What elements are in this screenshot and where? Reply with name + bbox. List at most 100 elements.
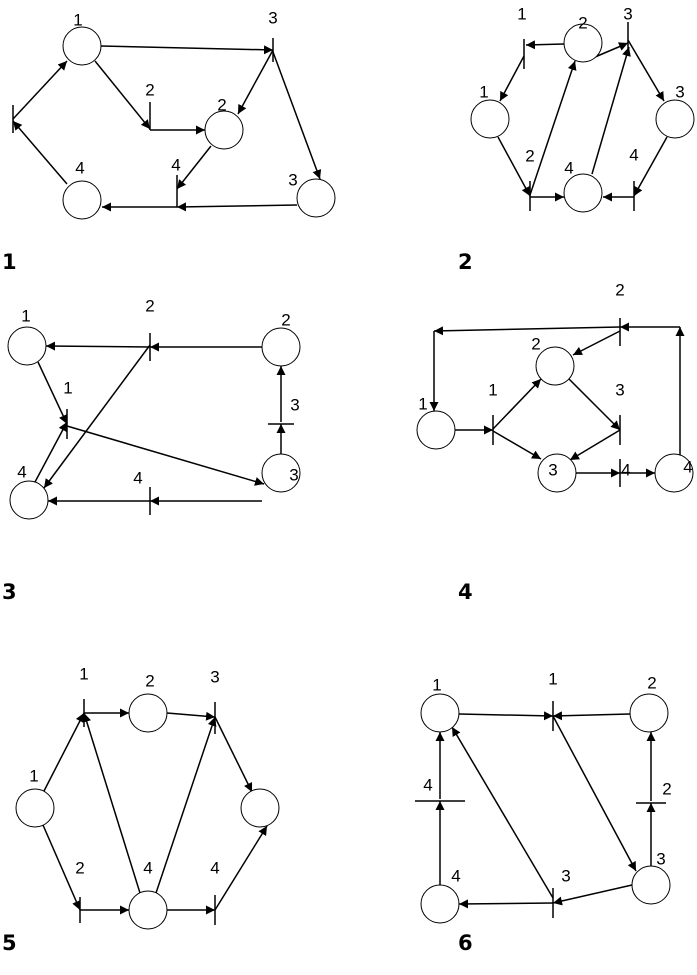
panel-5-place-4 bbox=[128, 890, 168, 930]
panel-6-place-2-label: 2 bbox=[647, 674, 656, 693]
panel-5-arc-10 bbox=[214, 825, 268, 911]
panel-3-arc-5 bbox=[43, 344, 151, 489]
panel-4-arc-5 bbox=[569, 429, 621, 461]
panel-3-arc-3 bbox=[37, 361, 68, 425]
panel-2-arc-3 bbox=[497, 136, 531, 197]
panel-3-place-3-label: 3 bbox=[289, 466, 298, 485]
panel-6-arc-1 bbox=[458, 711, 554, 721]
panel-6-transition-4-label: 4 bbox=[423, 776, 432, 795]
panel-2-place-3-label: 3 bbox=[675, 83, 684, 102]
panel-4-place-4-label: 4 bbox=[683, 458, 692, 477]
panel-4-arc-3 bbox=[492, 430, 542, 460]
panel-1-arc-10 bbox=[12, 120, 68, 185]
panel-3-transition-1-label: 1 bbox=[63, 379, 72, 398]
panel-5-place-2-label: 2 bbox=[145, 672, 154, 691]
panel-4-transition-1-label: 1 bbox=[488, 381, 497, 400]
panel-6-transition-2-label: 2 bbox=[662, 780, 671, 799]
panel-4-arc-4 bbox=[568, 378, 621, 431]
panel-1-place-2-label: 2 bbox=[217, 96, 226, 115]
panel-5-arc-4 bbox=[214, 716, 253, 793]
panel-4-place-3 bbox=[537, 453, 577, 493]
panel-3-transition-2-label: 2 bbox=[145, 297, 154, 316]
panel-4-place-1-label: 1 bbox=[418, 395, 427, 414]
panel-2-place-1-label: 1 bbox=[479, 83, 488, 102]
panel-1-place-1-label: 1 bbox=[73, 11, 82, 30]
panel-5-arc-3 bbox=[166, 711, 216, 721]
panel-4-arc-12 bbox=[572, 330, 621, 356]
panel-1-arc-3 bbox=[94, 60, 151, 130]
panel-5-place-1 bbox=[15, 788, 55, 828]
panel-3-place-4-label: 4 bbox=[17, 463, 26, 482]
panel-4-transition-2-label: 2 bbox=[615, 281, 624, 300]
panel-2-arc-5 bbox=[529, 60, 577, 196]
panel-5-caption: 5 bbox=[2, 931, 17, 955]
panel-5-arc-1 bbox=[43, 712, 85, 792]
panel-1-arc-7 bbox=[176, 202, 298, 212]
panel-5-arc-7 bbox=[82, 712, 141, 894]
panel-2-arc-10 bbox=[591, 46, 631, 175]
panel-2-transition-4-label: 4 bbox=[629, 146, 638, 165]
panel-2-arc-2 bbox=[499, 55, 525, 102]
panel-3-transition-3-label: 3 bbox=[290, 396, 299, 415]
panel-5-transition-4-label: 4 bbox=[210, 859, 219, 878]
panel-2-place-3 bbox=[655, 99, 695, 139]
panel-3-transition-4-label: 4 bbox=[133, 469, 142, 488]
panel-4-caption: 4 bbox=[458, 580, 473, 604]
panel-2-transition-1-label: 1 bbox=[517, 5, 526, 24]
panel-1-arc-5 bbox=[237, 49, 274, 115]
panel-1-caption: 1 bbox=[2, 250, 17, 274]
panel-6-place-3 bbox=[631, 865, 671, 905]
panel-6-arc-6 bbox=[552, 884, 633, 906]
panel-1-place-4-label: 4 bbox=[75, 159, 84, 178]
panel-6-place-4-label: 4 bbox=[451, 867, 460, 886]
panel-2-place-4-label: 4 bbox=[564, 159, 573, 178]
panel-1-transition-3-label: 3 bbox=[268, 9, 277, 28]
panel-2-transition-2-label: 2 bbox=[525, 147, 534, 166]
panel-4-place-1 bbox=[416, 410, 456, 450]
panel-3-arc-6 bbox=[34, 421, 68, 483]
panel-5-place-4-label: 4 bbox=[143, 859, 152, 878]
panel-1-place-2 bbox=[204, 110, 244, 150]
panel-3-place-4 bbox=[9, 480, 49, 520]
panel-4-place-2-label: 2 bbox=[531, 335, 540, 354]
panel-1-transition-2-label: 2 bbox=[145, 81, 154, 100]
panel-2-arc-8 bbox=[633, 136, 668, 197]
panel-4-transition-4-label: 4 bbox=[621, 461, 630, 480]
panel-5-place-2 bbox=[128, 693, 168, 733]
panel-3-arc-2 bbox=[45, 341, 151, 351]
panel-2-place-2-label: 2 bbox=[578, 14, 587, 33]
panel-1-place-1 bbox=[62, 26, 102, 66]
panel-5-transition-3-label: 3 bbox=[210, 668, 219, 687]
panel-2-place-2 bbox=[563, 23, 603, 63]
panel-6-place-1 bbox=[420, 693, 460, 733]
panel-5-arc-5 bbox=[42, 824, 81, 911]
panel-2-arc-7 bbox=[627, 39, 665, 102]
panel-6-place-4 bbox=[420, 884, 460, 924]
panel-5-place-1-label: 1 bbox=[29, 767, 38, 786]
panel-4-arc-10 bbox=[433, 326, 621, 336]
panel-1-place-4 bbox=[62, 180, 102, 220]
panel-4-transition-3-label: 3 bbox=[615, 381, 624, 400]
panel-5-place-3 bbox=[240, 788, 280, 828]
panel-1-arc-2 bbox=[100, 45, 274, 55]
panel-4-place-2 bbox=[535, 346, 575, 386]
panel-1-place-3 bbox=[296, 178, 336, 218]
panel-3-place-2 bbox=[261, 327, 301, 367]
panel-4-place-3-label: 3 bbox=[548, 461, 557, 480]
panel-1-arc-1 bbox=[12, 60, 68, 120]
panel-6-place-1-label: 1 bbox=[432, 676, 441, 695]
panel-2-caption: 2 bbox=[458, 250, 473, 274]
panel-6-place-2 bbox=[629, 693, 669, 733]
panel-6-transition-3-label: 3 bbox=[561, 867, 570, 886]
panel-3-place-3 bbox=[261, 453, 301, 493]
panel-4-arc-2 bbox=[492, 378, 542, 430]
panel-2-place-1 bbox=[470, 99, 510, 139]
panel-6-transition-1-label: 1 bbox=[548, 670, 557, 689]
panel-1-arc-8 bbox=[176, 145, 212, 190]
panel-2-transition-3-label: 3 bbox=[623, 5, 632, 24]
panel-3-arc-4 bbox=[66, 425, 265, 486]
panel-2-arc-1 bbox=[525, 40, 565, 50]
panel-5-arc-8 bbox=[155, 716, 217, 894]
panel-6-arc-2 bbox=[552, 711, 631, 721]
panel-1-transition-4-label: 4 bbox=[171, 156, 180, 175]
